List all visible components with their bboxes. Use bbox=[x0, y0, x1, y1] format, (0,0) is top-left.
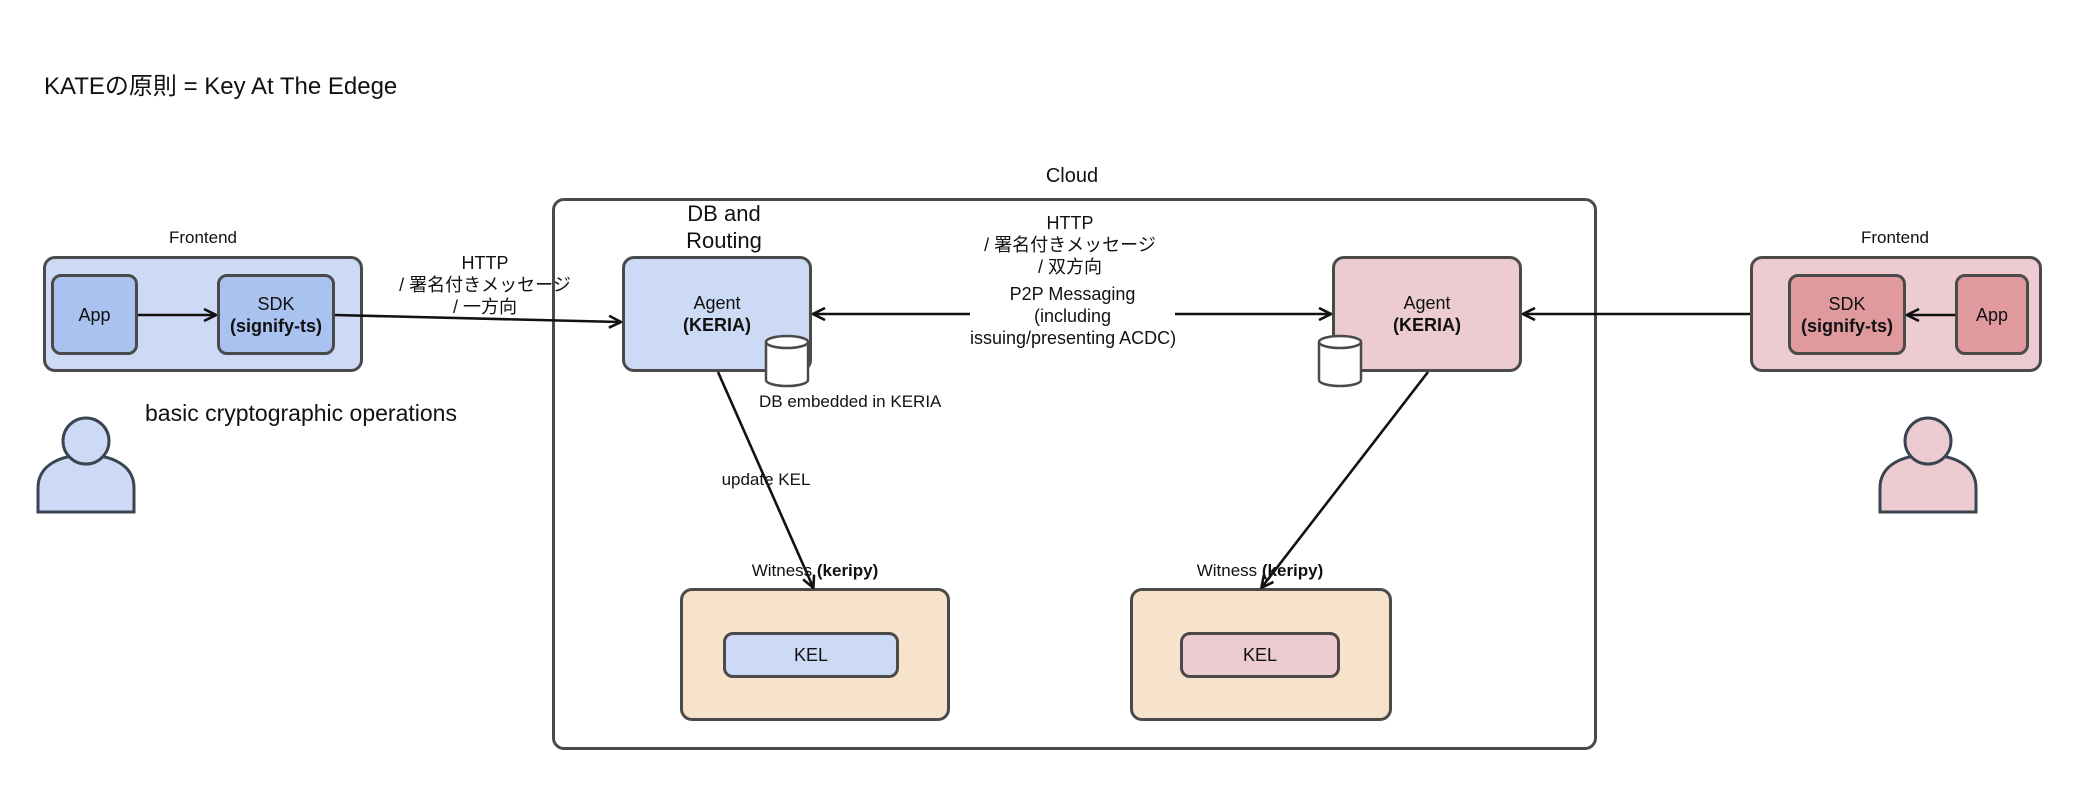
left-witness-label: Witness (keripy) bbox=[730, 560, 900, 581]
middle-http-line1: HTTP bbox=[1046, 213, 1094, 233]
arrow-sdk-to-agent bbox=[334, 313, 620, 322]
right-agent-node: Agent (KERIA) bbox=[1332, 256, 1522, 372]
middle-http-line2: / 署名付きメッセージ bbox=[984, 235, 1156, 255]
right-database-icon bbox=[1317, 334, 1363, 388]
right-sdk-node: SDK (signify-ts) bbox=[1788, 274, 1906, 355]
db-routing-line1: DB and bbox=[687, 201, 761, 226]
left-witness-sub: (keripy) bbox=[816, 561, 879, 580]
left-http-label: HTTP / 署名付きメッセージ / 一方向 bbox=[395, 252, 575, 318]
left-sdk-label: SDK bbox=[257, 293, 295, 314]
left-http-line3: / 一方向 bbox=[452, 297, 517, 317]
left-http-line2: / 署名付きメッセージ bbox=[399, 275, 571, 295]
right-agent-sub: (KERIA) bbox=[1393, 315, 1461, 335]
right-sdk-label: SDK bbox=[1828, 293, 1866, 314]
db-embedded-label: DB embedded in KERIA bbox=[759, 392, 942, 411]
page-title: KATEの原則 = Key At The Edege bbox=[44, 73, 398, 100]
p2p-label: P2P Messaging (including issuing/present… bbox=[970, 283, 1177, 349]
right-kel-label: KEL bbox=[1242, 645, 1278, 665]
right-agent-label: Agent bbox=[1403, 293, 1451, 313]
left-kel-node: KEL bbox=[723, 632, 899, 678]
right-app-node: App bbox=[1955, 274, 2029, 355]
left-agent-label: Agent bbox=[693, 293, 741, 313]
cloud-label: Cloud bbox=[1045, 165, 1099, 187]
left-database-icon bbox=[764, 334, 810, 388]
middle-http-label: HTTP / 署名付きメッセージ / 双方向 bbox=[970, 212, 1170, 278]
left-frontend-label: Frontend bbox=[168, 228, 238, 247]
left-sdk-sub: (signify-ts) bbox=[230, 315, 322, 336]
right-kel-node: KEL bbox=[1180, 632, 1340, 678]
left-sdk-node: SDK (signify-ts) bbox=[217, 274, 335, 355]
left-agent-sub: (KERIA) bbox=[683, 315, 751, 335]
db-routing-line2: Routing bbox=[686, 228, 762, 253]
p2p-line3: issuing/presenting ACDC) bbox=[970, 328, 1177, 348]
left-app-label: App bbox=[78, 304, 111, 325]
left-user-icon bbox=[36, 416, 136, 514]
left-kel-label: KEL bbox=[793, 645, 829, 665]
right-app-label: App bbox=[1975, 304, 2009, 325]
right-witness-text: Witness bbox=[1196, 561, 1262, 580]
right-sdk-sub: (signify-ts) bbox=[1801, 315, 1893, 336]
arrow-right-agent-to-witness bbox=[1262, 371, 1430, 587]
arrow-left-agent-to-witness bbox=[716, 371, 813, 587]
left-agent-node: Agent (KERIA) bbox=[622, 256, 812, 372]
left-caption: basic cryptographic operations bbox=[145, 400, 457, 426]
p2p-line1: P2P Messaging bbox=[1009, 284, 1136, 304]
left-http-line1: HTTP bbox=[461, 253, 509, 273]
right-user-icon bbox=[1878, 416, 1978, 514]
middle-http-line3: / 双方向 bbox=[1037, 257, 1102, 277]
left-witness-text: Witness bbox=[751, 561, 817, 580]
cloud-container bbox=[552, 198, 1597, 750]
p2p-line2: (including bbox=[1033, 306, 1112, 326]
right-frontend-label: Frontend bbox=[1860, 228, 1930, 247]
left-app-node: App bbox=[51, 274, 138, 355]
db-routing-label: DB and Routing bbox=[664, 200, 784, 254]
